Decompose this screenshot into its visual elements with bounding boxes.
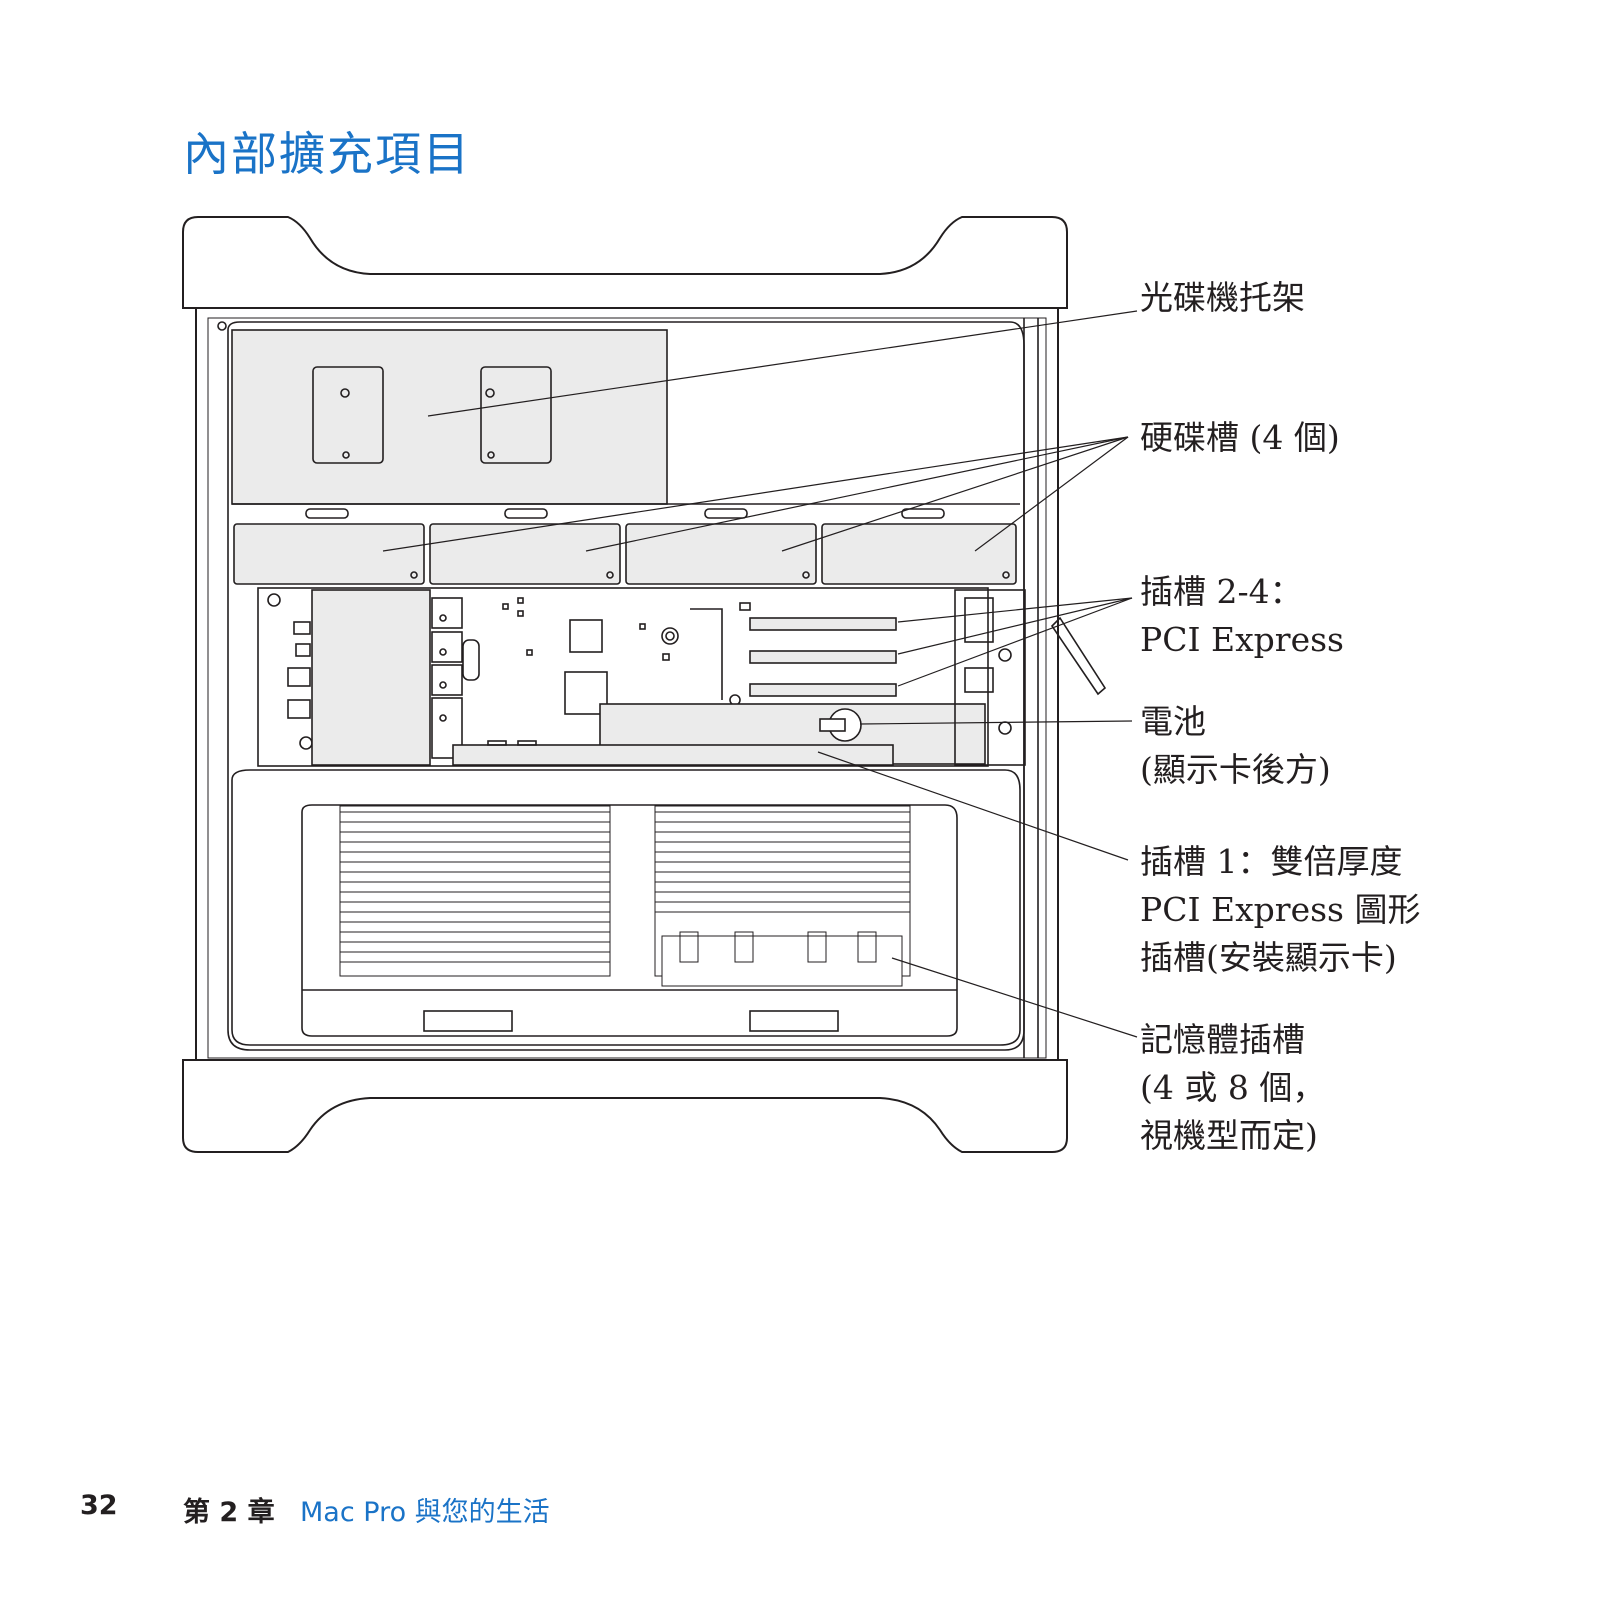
callout-line: (4 或 8 個， — [1140, 1068, 1326, 1107]
chapter-title: Mac Pro 與您的生活 — [300, 1497, 550, 1528]
case-frame — [195, 307, 1059, 1061]
optical-drive-bay — [231, 329, 668, 505]
page-number: 32 — [80, 1490, 118, 1521]
bottom-handle — [182, 1059, 1068, 1153]
callout-line: (顯示卡後方) — [1140, 750, 1331, 789]
callout-line: 插槽 1：雙倍厚度 — [1140, 842, 1403, 881]
hard-drive-sled-2 — [429, 523, 621, 585]
callout-line: 插槽 2-4： — [1140, 572, 1303, 611]
callout-line: 電池 — [1140, 702, 1206, 741]
callout-line: 記憶體插槽 — [1140, 1020, 1305, 1059]
hard-drive-sled-4 — [821, 523, 1017, 585]
callout-pcie-slot-1: 插槽 1：雙倍厚度 PCI Express 圖形 插槽(安裝顯示卡) — [1140, 838, 1420, 982]
callout-optical-drive-bay: 光碟機托架 — [1140, 274, 1305, 322]
callout-memory-slots: 記憶體插槽 (4 或 8 個， 視機型而定) — [1140, 1016, 1325, 1160]
memory-dimm-slots — [661, 935, 903, 987]
callout-pcie-slots-2-4: 插槽 2-4： PCI Express — [1140, 568, 1344, 664]
pcie-slot-2 — [749, 617, 897, 631]
logic-board — [257, 587, 989, 767]
top-handle — [182, 216, 1068, 309]
page-title: 內部擴充項目 — [183, 127, 471, 181]
hard-drive-sled-3 — [625, 523, 817, 585]
callout-line: PCI Express 圖形 — [1140, 890, 1421, 929]
memory-riser-left — [339, 805, 611, 977]
callout-hard-drive-bays: 硬碟槽 (4 個) — [1140, 414, 1340, 462]
hard-drive-sled-1 — [233, 523, 425, 585]
memory-chamber — [231, 769, 1021, 1046]
leader-lines — [382, 310, 1138, 1038]
pcie-slot-4 — [749, 683, 897, 697]
callout-battery: 電池 (顯示卡後方) — [1140, 698, 1331, 794]
callout-line: 光碟機托架 — [1140, 278, 1305, 317]
pcie-slot-3 — [749, 650, 897, 664]
callout-line: 視機型而定) — [1140, 1116, 1318, 1155]
hard-drive-bays — [233, 523, 1017, 585]
memory-riser-right — [654, 805, 911, 987]
pcie-slots-2-4 — [749, 617, 897, 697]
callout-line: 硬碟槽 (4 個) — [1140, 418, 1340, 457]
callout-line: PCI Express — [1140, 620, 1344, 659]
pcie-slot-1-card — [452, 744, 894, 766]
chapter-label: 第 2 章 — [183, 1497, 275, 1528]
power-supply-block — [311, 589, 431, 766]
inner-chamber — [227, 321, 1025, 1051]
callout-line: 插槽(安裝顯示卡) — [1140, 938, 1397, 977]
